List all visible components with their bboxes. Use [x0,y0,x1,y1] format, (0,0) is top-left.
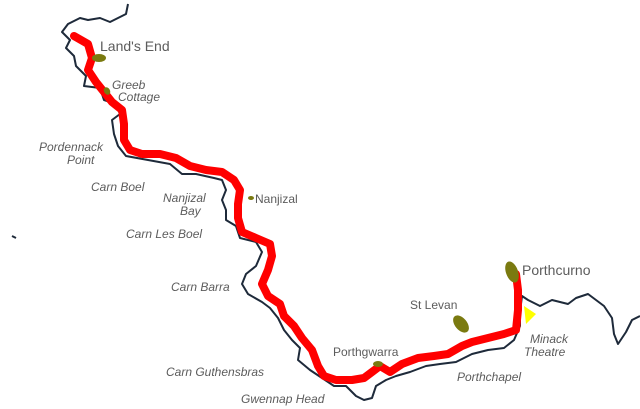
label-porthchapel: Porthchapel [457,370,521,384]
porthcurno-settlement [505,261,519,283]
label-carn-barra: Carn Barra [171,280,230,294]
label-pordennack-line1: Pordennack [39,140,104,154]
porthgwarra-settlement [373,361,383,367]
minack-theatre-marker [524,306,536,324]
label-gwennap-head: Gwennap Head [241,392,325,406]
label-nanjizal: Nanjizal [255,192,298,206]
label-st-levan: St Levan [410,298,457,312]
greeb-cottage-settlement [103,87,111,95]
coastline [61,3,640,401]
walking-route [70,32,522,384]
label-carn-boel: Carn Boel [91,180,145,194]
label-carn-les-boel: Carn Les Boel [126,227,202,241]
offshore-rock [11,235,17,239]
label-minack-line2: Theatre [524,345,566,359]
label-greeb-cottage-line1: Greeb [112,78,146,92]
label-nanjizal-bay-line1: Nanjizal [163,191,206,205]
label-pordennack-line2: Point [67,153,95,167]
st-levan-settlement [453,315,469,333]
label-porthcurno: Porthcurno [522,262,591,278]
lands-end-settlement [92,54,106,62]
label-carn-guthensbras: Carn Guthensbras [166,365,264,379]
nanjizal-settlement [248,196,254,200]
label-greeb-cottage-line2: Cottage [118,90,160,104]
label-porthgwarra: Porthgwarra [333,345,399,359]
label-minack-line1: Minack [530,332,569,346]
label-lands-end: Land's End [100,38,170,54]
label-nanjizal-bay-line2: Bay [180,204,202,218]
